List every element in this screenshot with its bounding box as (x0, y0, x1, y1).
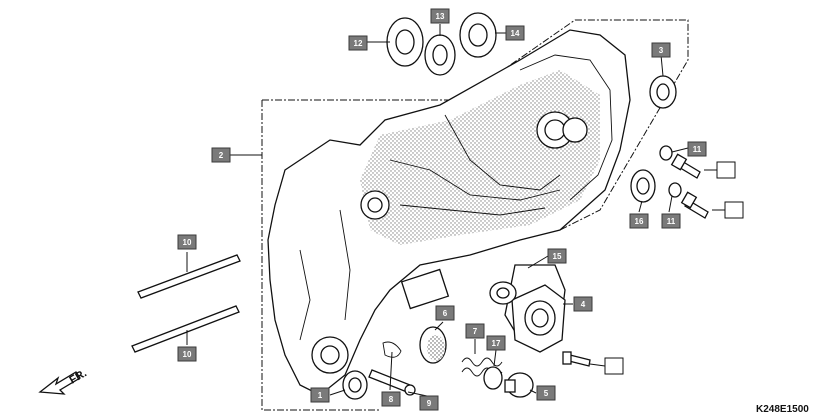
svg-text:17: 17 (492, 339, 501, 348)
stud-bolt-10-lower (131, 305, 240, 353)
svg-text:4: 4 (581, 300, 586, 309)
svg-text:10: 10 (183, 350, 192, 359)
svg-text:10: 10 (183, 238, 192, 247)
callout-14[interactable]: 14 (505, 25, 525, 41)
callout-13[interactable]: 13 (430, 8, 450, 24)
strainer-6 (419, 326, 447, 364)
washer-11-lower (668, 182, 682, 198)
bolt-upper (670, 153, 701, 179)
callout-5[interactable]: 5 (536, 385, 556, 401)
bolt-lower (680, 191, 709, 219)
callout-2[interactable]: 2 (211, 147, 231, 163)
left-crankcase (267, 29, 631, 396)
svg-text:2: 2 (219, 151, 224, 160)
callout-9[interactable]: 9 (419, 395, 439, 411)
bearing-12 (386, 17, 424, 67)
front-marker-label: FR. (68, 367, 89, 386)
callout-3[interactable]: 3 (651, 42, 671, 58)
drain-plug-5 (504, 372, 534, 398)
dowel-1 (342, 370, 368, 400)
oil-seal-16 (630, 169, 656, 203)
torque-reference-box-cover (604, 357, 624, 375)
callout-16[interactable]: 16 (629, 213, 649, 229)
svg-text:16: 16 (635, 217, 644, 226)
bearing-14 (459, 12, 497, 58)
svg-text:15: 15 (553, 252, 562, 261)
diagram-code: K248E1500 (756, 404, 809, 415)
svg-text:11: 11 (667, 217, 676, 226)
callout-1[interactable]: 1 (310, 387, 330, 403)
torque-reference-box-upper (716, 161, 736, 179)
svg-text:12: 12 (354, 39, 363, 48)
o-ring-17 (483, 366, 503, 390)
front-direction-arrow-icon: FR. (38, 367, 89, 395)
svg-text:8: 8 (389, 395, 394, 404)
callout-4[interactable]: 4 (573, 296, 593, 312)
cover-4 (511, 284, 566, 353)
svg-text:9: 9 (427, 399, 432, 408)
callout-8[interactable]: 8 (381, 391, 401, 407)
callout-15[interactable]: 15 (547, 248, 567, 264)
callout-12[interactable]: 12 (348, 35, 368, 51)
bearing-3 (649, 75, 677, 109)
bolt-cover (562, 351, 591, 367)
callout-7[interactable]: 7 (465, 323, 485, 339)
callout-11-upper[interactable]: 11 (687, 141, 707, 157)
leader-lines (186, 24, 725, 397)
pin-9 (368, 369, 416, 396)
svg-text:6: 6 (443, 309, 448, 318)
callout-17[interactable]: 17 (486, 335, 506, 351)
callout-11-lower[interactable]: 11 (661, 213, 681, 229)
clip-8 (382, 341, 402, 358)
svg-text:1: 1 (318, 391, 323, 400)
bearing-13 (424, 34, 456, 76)
callout-10-upper[interactable]: 10 (177, 234, 197, 250)
svg-text:13: 13 (436, 12, 445, 21)
callout-6[interactable]: 6 (435, 305, 455, 321)
svg-text:7: 7 (473, 327, 478, 336)
washer-11-upper (659, 145, 673, 161)
svg-text:5: 5 (544, 389, 549, 398)
svg-text:3: 3 (659, 46, 664, 55)
stud-bolt-10-upper (137, 254, 241, 299)
svg-text:14: 14 (511, 29, 520, 38)
seal-near-cover (489, 281, 517, 305)
callout-10-lower[interactable]: 10 (177, 346, 197, 362)
torque-reference-box-lower (724, 201, 744, 219)
svg-text:11: 11 (693, 145, 702, 154)
